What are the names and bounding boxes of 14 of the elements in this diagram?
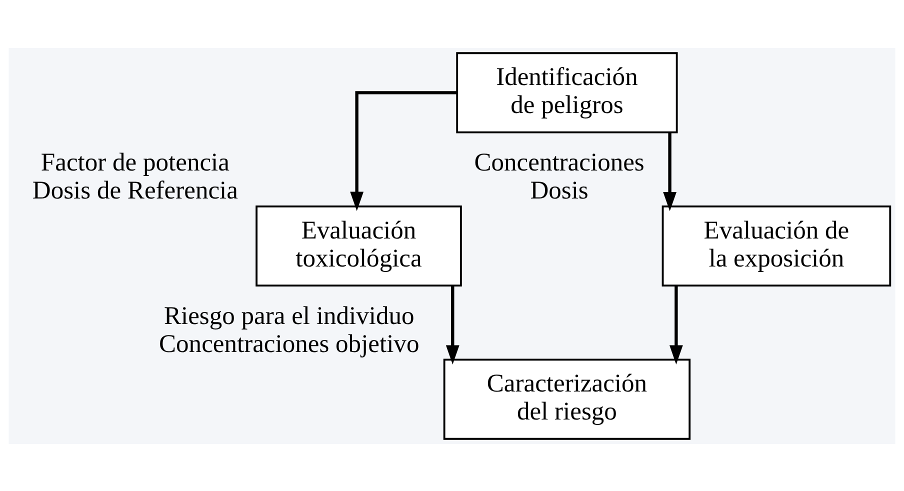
arrow xyxy=(663,132,677,211)
node-label: Dosis de Referencia xyxy=(32,175,238,204)
node-label: Dosis xyxy=(530,175,588,204)
node-label: Concentraciones objetivo xyxy=(159,328,420,358)
node-label: Factor de potencia xyxy=(40,147,230,176)
node-box: Caracterización del riesgo xyxy=(443,358,691,440)
arrow xyxy=(350,90,457,210)
node-label: Concentraciones xyxy=(474,147,644,176)
arrow xyxy=(446,285,460,364)
node-box: Identificación de peligros xyxy=(456,52,678,133)
arrow xyxy=(669,285,683,364)
node-box: Evaluación toxicológica xyxy=(256,204,462,286)
node-box: Evaluación de la exposición xyxy=(662,204,892,286)
node-label: Riesgo para el individuo xyxy=(164,300,414,330)
